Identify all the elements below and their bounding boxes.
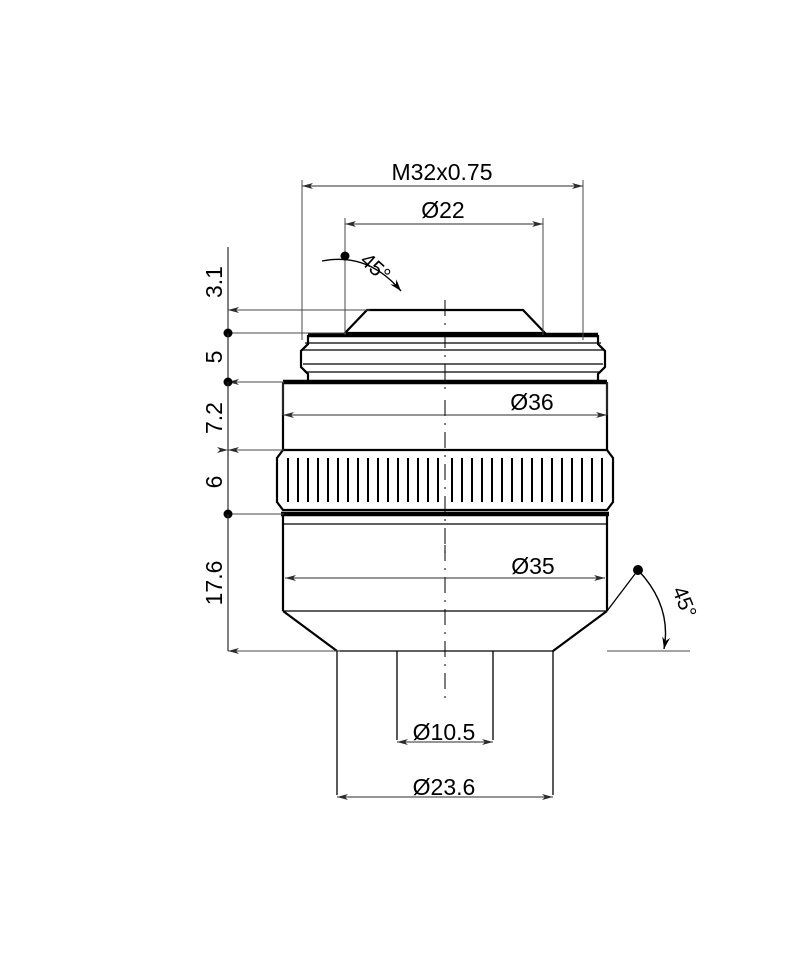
label-h5: 5 [201,351,227,364]
dimension-dia105: Ø10.5 [397,719,493,745]
nose-cylinder-walls [336,651,554,795]
label-h176: 17.6 [201,561,227,606]
label-dia105: Ø10.5 [413,719,476,745]
dimension-dia22: Ø22 [344,197,544,335]
annotation-angle-top: 45° [321,249,402,292]
knurl-pattern [287,458,603,502]
dimension-dia35: Ø35 [285,553,605,581]
label-angle-bottom: 45° [667,583,700,621]
label-h72: 7.2 [201,402,227,434]
label-dia236: Ø23.6 [413,774,476,800]
nose-chamfer-45 [282,610,608,652]
dimension-thread-m32: M32x0.75 [301,159,584,340]
lower-barrel-walls [281,514,609,611]
label-dia22: Ø22 [421,197,464,223]
angle-bottom-anchor-dot [633,565,643,575]
label-angle-top: 45° [356,249,395,287]
angle-top-anchor-dot [340,251,350,261]
label-h31: 3.1 [201,266,227,298]
label-thread-m32: M32x0.75 [391,159,492,185]
dimension-dia36: Ø36 [282,382,608,418]
nose-bore-walls [396,651,494,740]
thread-section-profile [299,335,607,380]
knurled-grip-ring [275,448,615,512]
vertical-dimension-chain: 3.1 5 7.2 6 17.6 [201,247,370,654]
dimension-dia236: Ø23.6 [337,774,553,800]
label-h6: 6 [201,476,227,489]
annotation-angle-bottom: 45° [606,565,701,652]
label-dia36: Ø36 [510,389,553,415]
label-dia35: Ø35 [511,553,554,579]
